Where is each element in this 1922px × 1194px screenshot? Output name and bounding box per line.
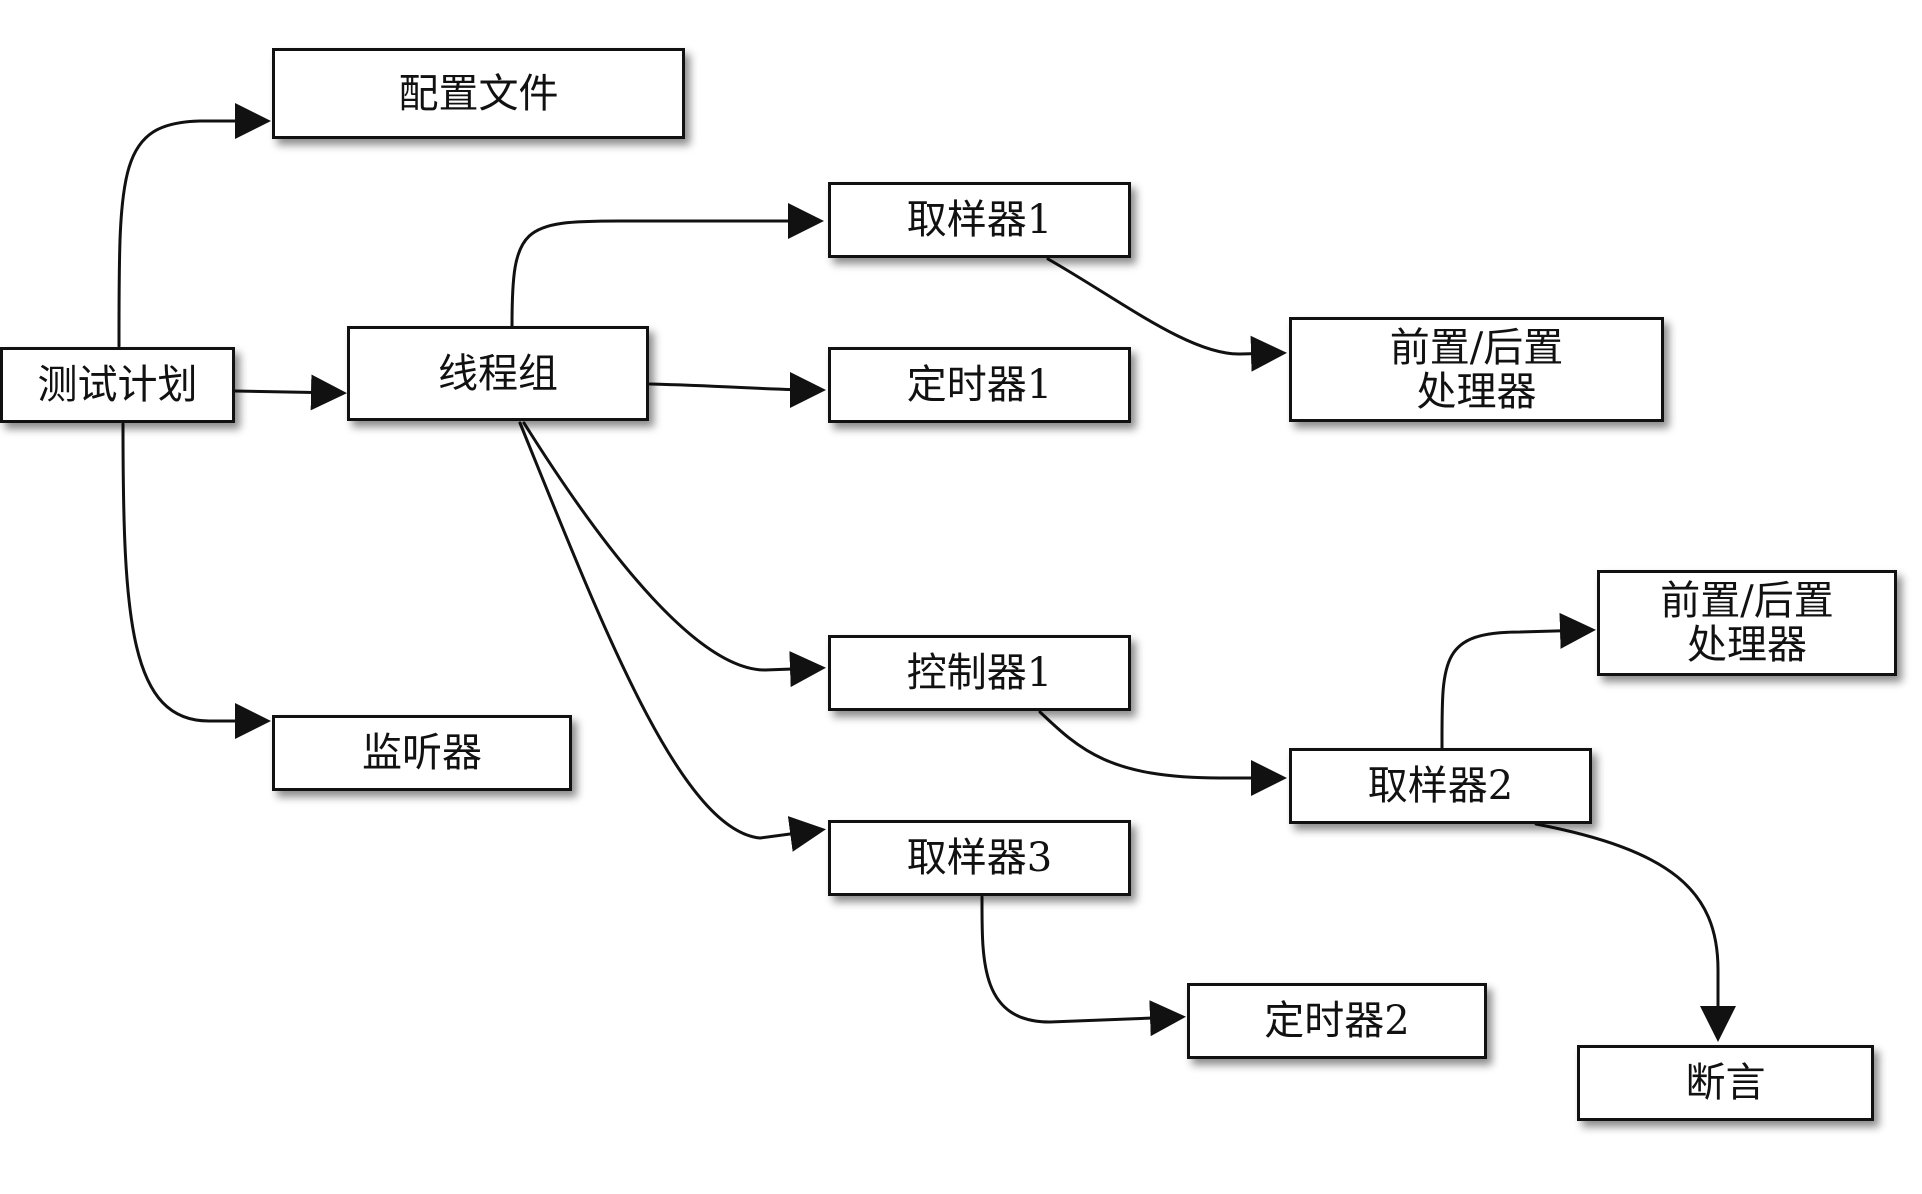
node-timer1-label: 定时器1 xyxy=(906,362,1053,408)
node-sampler1: 取样器1 xyxy=(828,182,1131,258)
node-timer2: 定时器2 xyxy=(1187,983,1487,1059)
node-controller1: 控制器1 xyxy=(828,635,1131,711)
node-prepost-processor-1-line1: 前置/后置 xyxy=(1389,324,1564,371)
edge-sampler2-to-prepost2 xyxy=(1440,612,1596,750)
edge-thread-group-to-timer1 xyxy=(648,371,826,408)
node-sampler3-label: 取样器3 xyxy=(906,835,1053,881)
node-timer1: 定时器1 xyxy=(828,347,1131,423)
node-prepost-processor-1-line2: 处理器 xyxy=(1416,368,1537,415)
edge-thread-group-to-sampler1 xyxy=(510,203,824,328)
node-controller1-label: 控制器1 xyxy=(906,650,1053,696)
edge-test-plan-to-listener xyxy=(121,422,271,739)
edge-test-plan-to-config-file xyxy=(117,103,271,348)
node-prepost-processor-2-line2: 处理器 xyxy=(1687,622,1807,668)
node-sampler2-label: 取样器2 xyxy=(1367,763,1514,809)
node-config-file-label: 配置文件 xyxy=(398,70,559,117)
node-thread-group-label: 线程组 xyxy=(438,350,558,397)
node-prepost-processor-1: 前置/后置 处理器 xyxy=(1289,317,1664,422)
node-listener-label: 监听器 xyxy=(362,730,482,776)
edge-sampler1-to-prepost1 xyxy=(1046,257,1287,372)
node-prepost-processor-2-line1: 前置/后置 xyxy=(1660,578,1834,624)
node-config-file: 配置文件 xyxy=(272,48,685,139)
edge-controller1-to-sampler2 xyxy=(1038,710,1287,796)
node-sampler3: 取样器3 xyxy=(828,820,1131,896)
node-listener: 监听器 xyxy=(272,715,572,791)
node-assertion: 断言 xyxy=(1577,1045,1874,1121)
node-prepost-processor-2: 前置/后置 处理器 xyxy=(1597,570,1897,676)
node-test-plan: 测试计划 xyxy=(0,347,235,423)
node-assertion-label: 断言 xyxy=(1685,1060,1766,1106)
node-test-plan-label: 测试计划 xyxy=(37,362,198,408)
node-timer2-label: 定时器2 xyxy=(1264,998,1410,1044)
node-thread-group: 线程组 xyxy=(347,326,649,421)
edge-thread-group-to-controller1 xyxy=(522,421,826,688)
edge-sampler3-to-timer2 xyxy=(980,895,1186,1037)
edge-test-plan-to-thread-group xyxy=(233,374,347,411)
edge-sampler2-to-assertion xyxy=(1534,822,1736,1042)
node-sampler2: 取样器2 xyxy=(1289,748,1592,824)
node-sampler1-label: 取样器1 xyxy=(906,197,1053,243)
edge-thread-group-to-sampler3 xyxy=(518,421,826,852)
